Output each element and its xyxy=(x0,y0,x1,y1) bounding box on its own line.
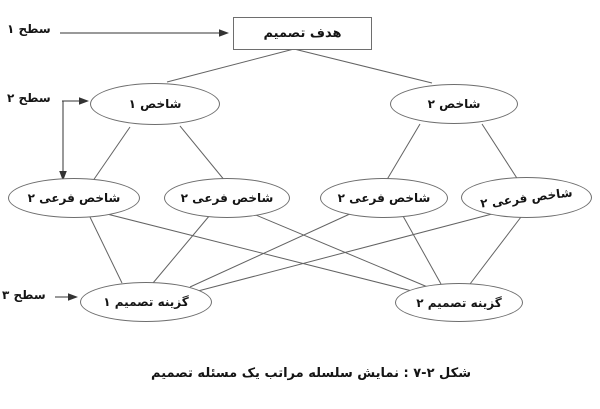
edge-sub2-alt2 xyxy=(250,212,431,289)
level3-arrowhead-icon xyxy=(68,293,78,301)
figure-caption: شکل ۲-۷ : نمایش سلسله مراتب یک مسئله تصم… xyxy=(151,366,471,381)
level-1-label: سطح ۱ xyxy=(7,22,51,36)
edge-criterion1-sub1 xyxy=(87,126,131,189)
level1-arrowhead-icon xyxy=(219,29,229,37)
subcriterion-2-node: شاخص فرعی ۲ xyxy=(164,178,290,218)
edge-criterion2-sub4 xyxy=(481,123,523,187)
edge-sub4-alt2 xyxy=(469,216,522,285)
edge-criterion1-sub2 xyxy=(179,125,231,188)
level2-arrowhead-right-icon xyxy=(79,97,89,105)
alternative-1-node: گزینه تصمیم ۱ xyxy=(80,282,212,322)
subcriterion-3-node: شاخص فرعی ۲ xyxy=(320,178,448,218)
criterion-1-node: شاخص ۱ xyxy=(90,83,220,125)
edge-sub2-alt1 xyxy=(152,214,211,284)
alternative-2-node: گزینه تصمیم ۲ xyxy=(395,283,523,322)
edge-sub3-alt1 xyxy=(189,212,353,288)
level-3-label: سطح ۳ xyxy=(2,288,46,302)
level-2-label: سطح ۲ xyxy=(7,91,51,105)
edge-goal-criterion2 xyxy=(293,48,433,84)
edge-sub1-alt2 xyxy=(102,212,413,292)
subcriterion-4-label: شاخص فرعی ۲ xyxy=(479,184,574,211)
edge-sub3-alt2 xyxy=(402,215,442,285)
edge-goal-criterion1 xyxy=(166,48,295,83)
subcriterion-1-node: شاخص فرعی ۲ xyxy=(8,178,140,218)
subcriterion-4-node: شاخص فرعی ۲ xyxy=(461,177,592,218)
edge-sub4-alt1 xyxy=(197,213,493,292)
goal-node: هدف تصمیم xyxy=(233,17,372,50)
edge-sub1-alt1 xyxy=(88,214,123,284)
criterion-2-node: شاخص ۲ xyxy=(390,84,518,124)
level2-arrowhead-down-icon xyxy=(59,171,67,181)
